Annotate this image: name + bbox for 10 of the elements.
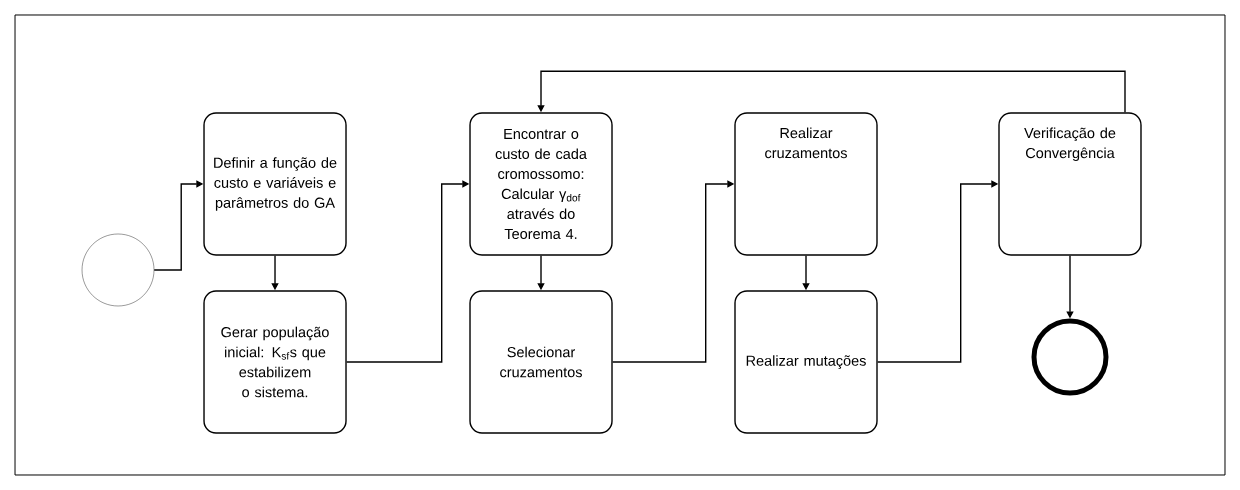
process-box: Selecionar cruzamentos [469,290,613,434]
process-box: Encontrar o custo de cada cromossomo: Calcular γ$_{dof}$ através do Teorema 4. [469,112,613,256]
end-circle [1031,318,1109,396]
process-box: Definir a função de custo e variáveis e parâmetros do GA [203,112,347,256]
arrow [537,70,1126,113]
process-box: Verificação de Convergência [998,112,1142,256]
process-box: Gerar população inicial: K$_{sf}$s que estabilizem o sistema. [203,290,347,434]
start-circle [81,233,155,307]
process-box: Realizar mutações [734,290,878,434]
process-box: Realizar cruzamentos [734,112,878,256]
